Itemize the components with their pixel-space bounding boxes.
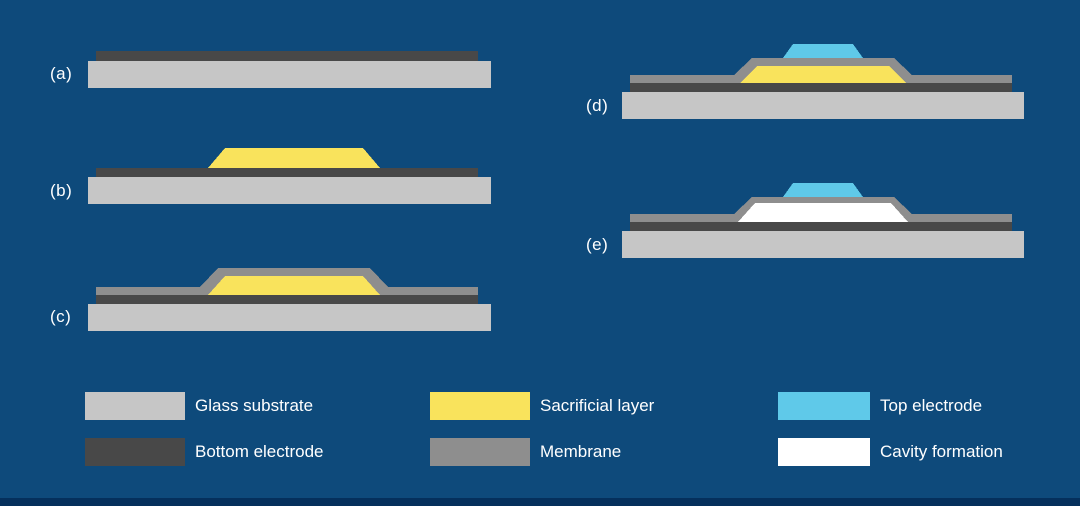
sacrificial-layer [208,148,380,168]
legend-swatch-bottom-electrode [85,438,185,466]
panel-c-label: (c) [50,307,72,326]
glass-substrate-layer [88,304,491,331]
glass-substrate-layer [622,231,1024,258]
panel-c-diagram [88,268,491,331]
panel-b-diagram [88,148,491,204]
panel-b-label: (b) [50,181,73,200]
legend-item-glass-substrate: Glass substrate [85,392,313,420]
legend-item-bottom-electrode: Bottom electrode [85,438,324,466]
bottom-electrode-layer [630,83,1012,92]
cavity-layer [738,203,908,222]
footer-strip [0,498,1080,506]
bottom-electrode-layer [96,168,478,177]
legend-label-sacrificial-layer: Sacrificial layer [540,396,655,415]
legend-swatch-top-electrode [778,392,870,420]
glass-substrate-layer [622,92,1024,119]
glass-substrate-layer [88,177,491,204]
legend-swatch-membrane [430,438,530,466]
top-electrode-layer [783,44,863,58]
bottom-electrode-layer [630,222,1012,231]
panel-d-label: (d) [586,96,609,115]
legend-item-membrane: Membrane [430,438,621,466]
legend-swatch-sacrificial-layer [430,392,530,420]
top-electrode-layer [783,183,863,197]
legend-swatch-cavity-formation [778,438,870,466]
legend-item-cavity-formation: Cavity formation [778,438,1003,466]
sacrificial-layer [740,66,906,83]
panel-d-diagram [622,44,1024,119]
glass-substrate-layer [88,61,491,88]
legend-label-top-electrode: Top electrode [880,396,983,415]
panel-a-diagram [88,51,491,88]
panel-e-diagram [622,183,1024,258]
legend-item-top-electrode: Top electrode [778,392,982,420]
sacrificial-layer [208,276,380,295]
panel-a-label: (a) [50,64,73,83]
bottom-electrode-layer [96,295,478,304]
legend-label-membrane: Membrane [540,442,622,461]
bottom-electrode-layer [96,51,478,61]
legend-label-bottom-electrode: Bottom electrode [195,442,324,461]
legend-swatch-glass-substrate [85,392,185,420]
legend-item-sacrificial-layer: Sacrificial layer [430,392,654,420]
panel-e-label: (e) [586,235,609,254]
legend-label-cavity-formation: Cavity formation [880,442,1003,461]
legend-label-glass-substrate: Glass substrate [195,396,314,415]
